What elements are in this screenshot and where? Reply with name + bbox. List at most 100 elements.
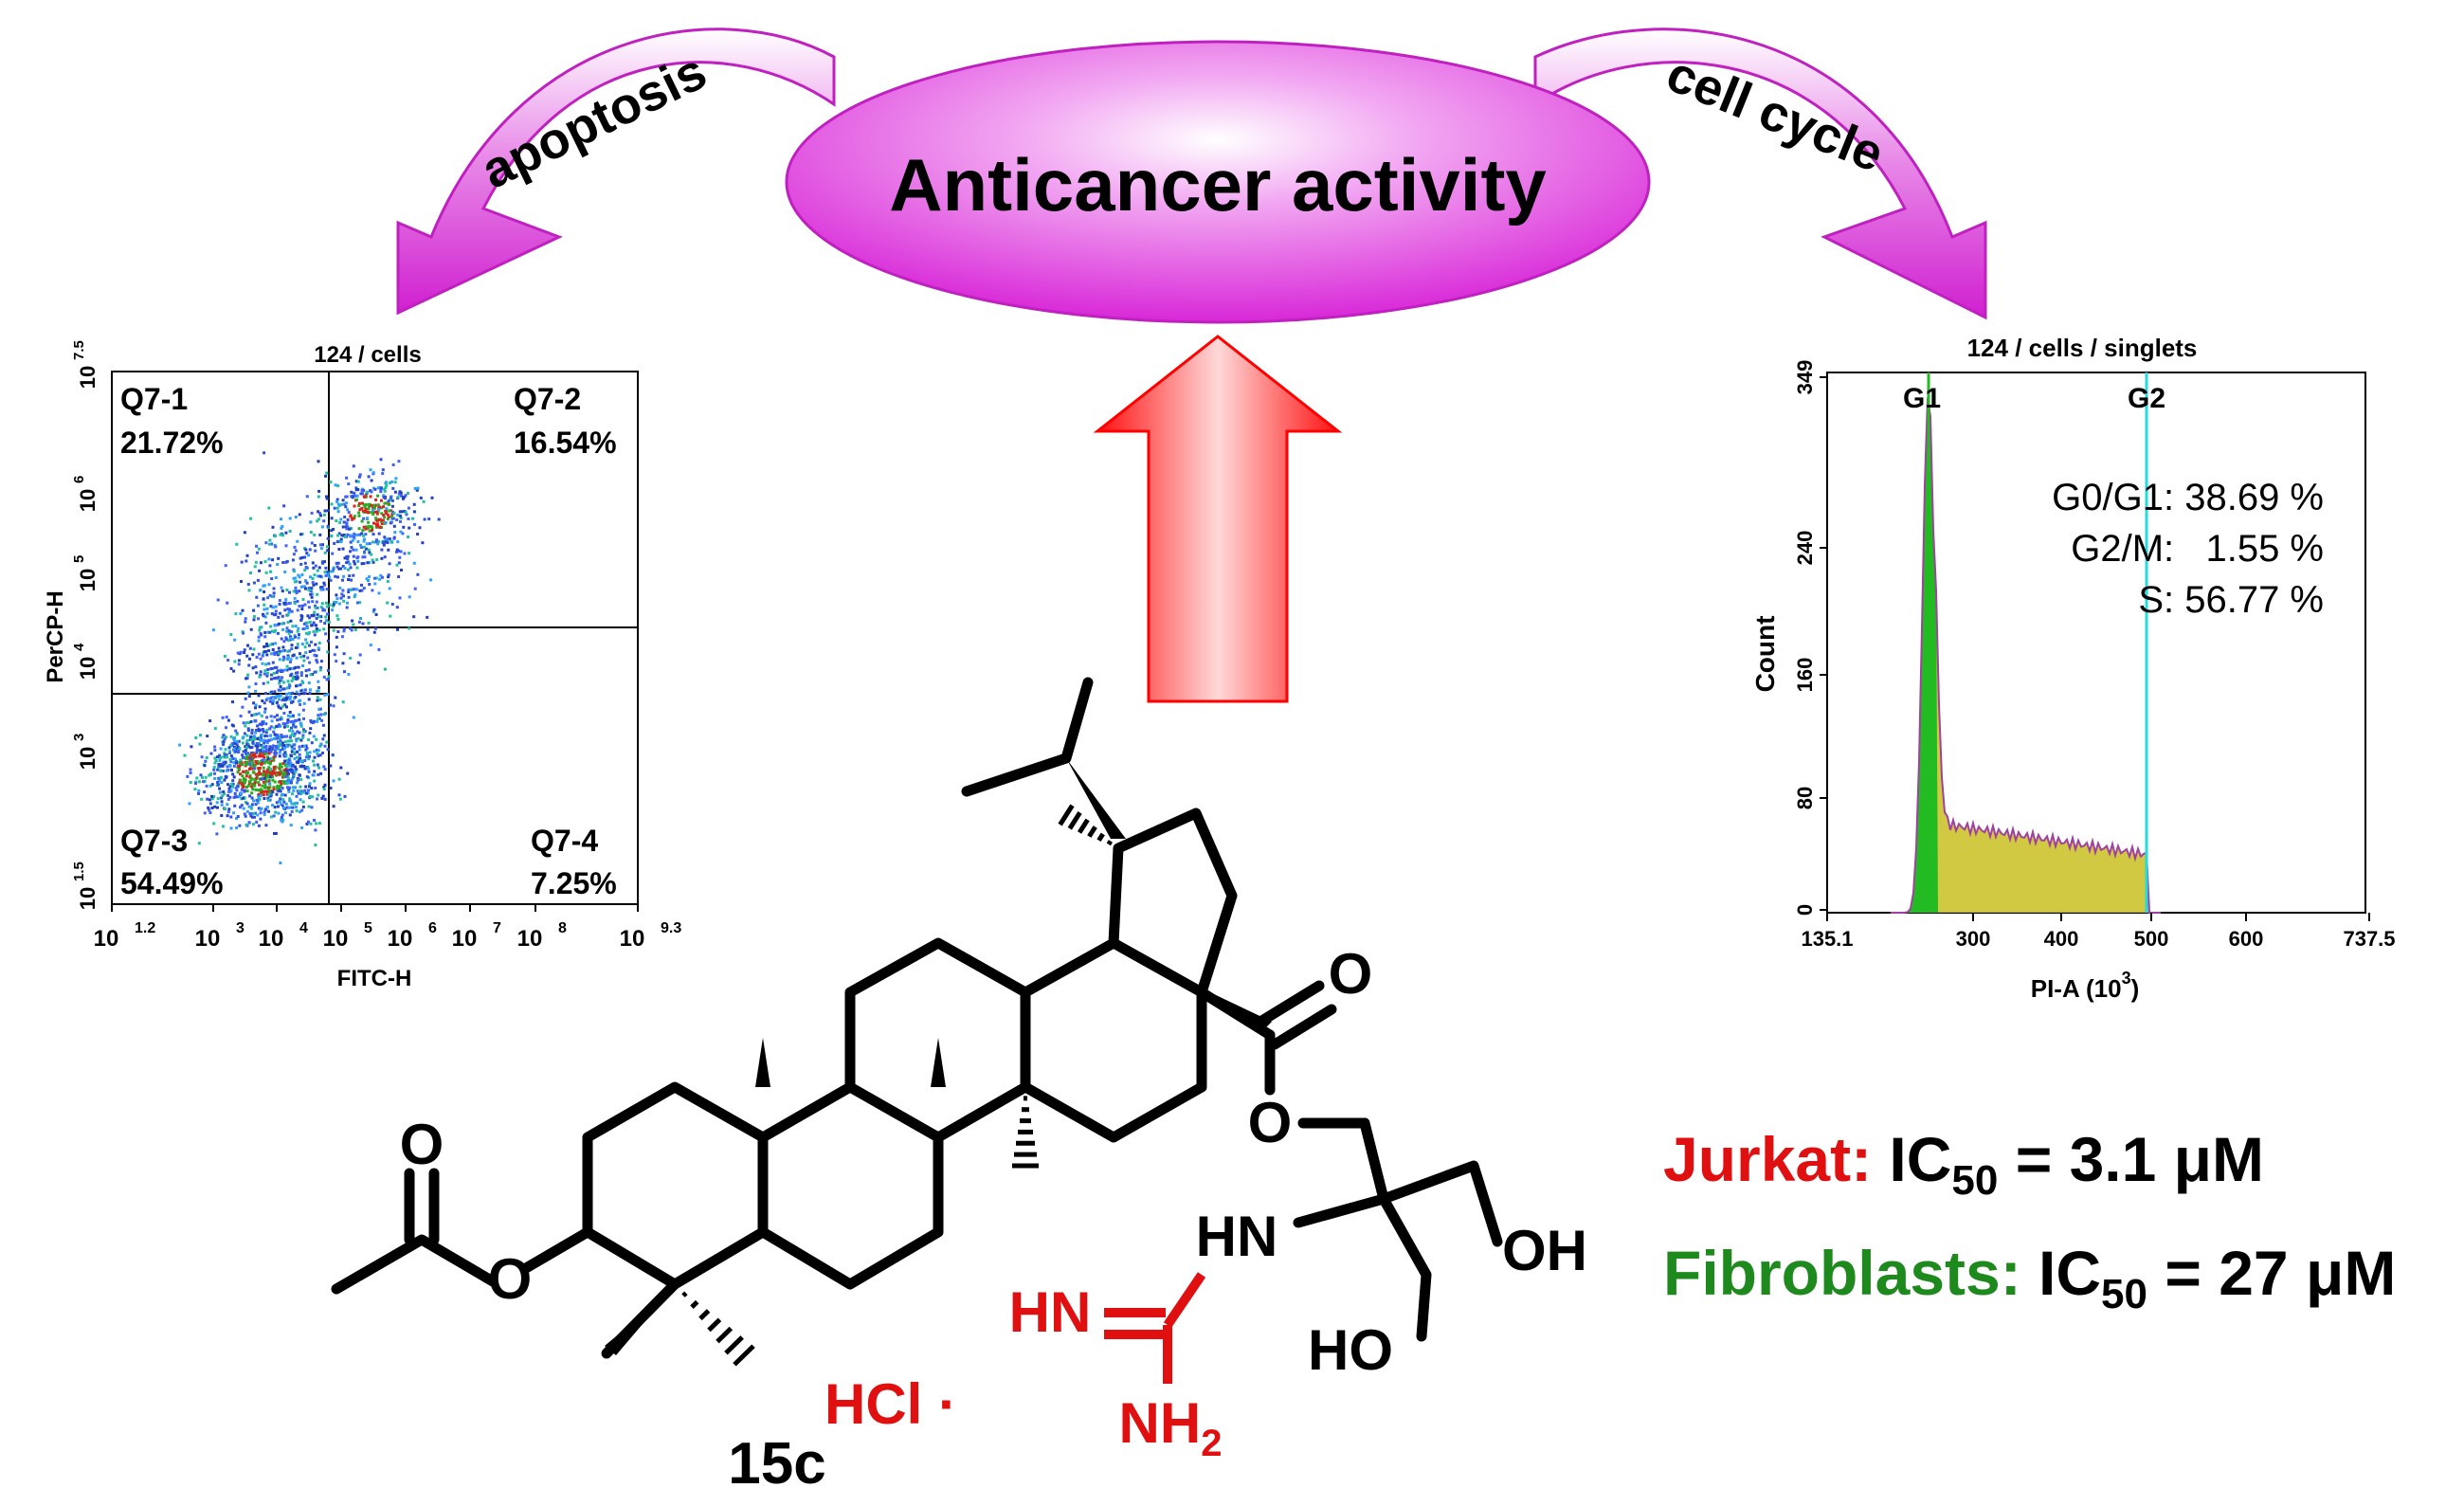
s-phase-fill bbox=[1931, 530, 2149, 913]
scatter-dot bbox=[254, 754, 258, 758]
scatter-dot bbox=[299, 580, 301, 584]
scatter-dot bbox=[242, 750, 245, 753]
scatter-dot bbox=[292, 553, 296, 556]
scatter-dot bbox=[348, 527, 352, 531]
scatter-dot bbox=[255, 671, 259, 675]
scatter-dot bbox=[264, 786, 268, 789]
scatter-dot bbox=[283, 793, 287, 797]
quadrant-1-value: 21.72% bbox=[120, 426, 224, 460]
scatter-dot bbox=[397, 549, 401, 553]
scatter-dot bbox=[275, 792, 279, 796]
scatter-dot bbox=[226, 718, 230, 722]
scatter-dot bbox=[347, 578, 351, 581]
scatter-dot bbox=[226, 793, 229, 797]
scatter-dot bbox=[311, 600, 315, 604]
hash-stroke bbox=[724, 1335, 744, 1355]
scatter-dot bbox=[245, 802, 249, 806]
scatter-dot bbox=[266, 789, 269, 793]
scatter-dot bbox=[268, 762, 272, 766]
scatter-dot bbox=[229, 782, 233, 786]
scatter-dot bbox=[234, 747, 238, 751]
scatter-dot bbox=[219, 747, 223, 751]
cycle-y-tick: 160 bbox=[1793, 658, 1817, 693]
scatter-dot bbox=[264, 748, 268, 752]
scatter-dot bbox=[371, 589, 374, 592]
scatter-dot bbox=[319, 588, 323, 591]
scatter-dot bbox=[323, 768, 327, 771]
scatter-dot bbox=[306, 614, 310, 618]
scatter-dot bbox=[281, 820, 284, 824]
scatter-dot bbox=[329, 481, 333, 484]
scatter-dot bbox=[291, 558, 295, 562]
scatter-dot bbox=[245, 743, 249, 746]
scatter-dot bbox=[320, 602, 324, 606]
scatter-dot bbox=[229, 826, 233, 830]
scatter-dot bbox=[247, 744, 250, 748]
scatter-dot bbox=[315, 626, 318, 630]
scatter-dot bbox=[385, 483, 389, 487]
scatter-dot bbox=[312, 759, 315, 763]
scatter-dot bbox=[299, 533, 302, 536]
scatter-dot bbox=[234, 786, 238, 789]
scatter-dot bbox=[395, 518, 399, 521]
fibroblast-ic-sub: 50 bbox=[2101, 1271, 2147, 1317]
scatter-dot bbox=[350, 546, 353, 550]
scatter-dot bbox=[242, 776, 245, 780]
scatter-dot bbox=[317, 517, 320, 521]
scatter-dot bbox=[281, 687, 285, 691]
scatter-dot bbox=[258, 626, 262, 629]
scatter-dot bbox=[335, 593, 338, 597]
cycle-x-label: PI-A (103) bbox=[2031, 969, 2140, 1003]
scatter-dot bbox=[372, 630, 376, 634]
scatter-dot bbox=[346, 525, 350, 529]
scatter-dot bbox=[238, 761, 242, 765]
scatter-dot bbox=[306, 791, 310, 795]
scatter-dot bbox=[243, 732, 246, 735]
scatter-dot bbox=[283, 722, 287, 726]
scatter-dot bbox=[384, 511, 388, 515]
scatter-dot bbox=[369, 495, 372, 499]
scatter-dot bbox=[360, 506, 364, 510]
scatter-dot bbox=[326, 639, 330, 643]
scatter-dot bbox=[302, 717, 305, 720]
scatter-dot bbox=[287, 789, 291, 793]
scatter-dot bbox=[269, 815, 273, 819]
scatter-dot bbox=[303, 585, 307, 589]
scatter-dot bbox=[304, 791, 308, 795]
scatter-dot bbox=[325, 570, 329, 573]
scatter-dot bbox=[309, 575, 312, 579]
scatter-dot bbox=[300, 643, 304, 646]
scatter-dot bbox=[288, 797, 292, 801]
scatter-dot bbox=[348, 626, 352, 630]
scatter-dot bbox=[255, 820, 259, 824]
scatter-dot bbox=[265, 643, 268, 645]
scatter-dot bbox=[317, 766, 321, 770]
scatter-dot bbox=[319, 742, 323, 746]
scatter-dot bbox=[283, 811, 287, 815]
scatter-dot bbox=[237, 739, 241, 743]
scatter-dot bbox=[259, 673, 263, 677]
scatter-dot bbox=[261, 728, 264, 731]
scatter-dot bbox=[257, 652, 261, 656]
scatter-dot bbox=[354, 488, 358, 492]
scatter-dot bbox=[286, 739, 290, 743]
scatter-dot bbox=[377, 591, 381, 595]
scatter-dot bbox=[265, 611, 269, 615]
scatter-dot bbox=[284, 598, 288, 602]
fibroblast-ic: IC bbox=[2038, 1238, 2102, 1308]
scatter-dot bbox=[299, 562, 303, 566]
scatter-dot bbox=[287, 789, 291, 792]
scatter-dot bbox=[317, 822, 321, 826]
scatter-dot bbox=[413, 587, 417, 590]
scatter-dot bbox=[250, 803, 254, 807]
scatter-dot bbox=[226, 659, 230, 662]
scatter-dot bbox=[343, 556, 347, 560]
scatter-dot bbox=[221, 716, 225, 719]
scatter-dot bbox=[300, 808, 304, 812]
scatter-dot bbox=[307, 698, 311, 701]
scatter-dot bbox=[294, 625, 298, 628]
scatter-dot bbox=[261, 721, 264, 725]
scatter-dot bbox=[303, 561, 307, 565]
flow-y-tick-base: 10 bbox=[76, 489, 100, 512]
scatter-dot bbox=[228, 750, 232, 753]
